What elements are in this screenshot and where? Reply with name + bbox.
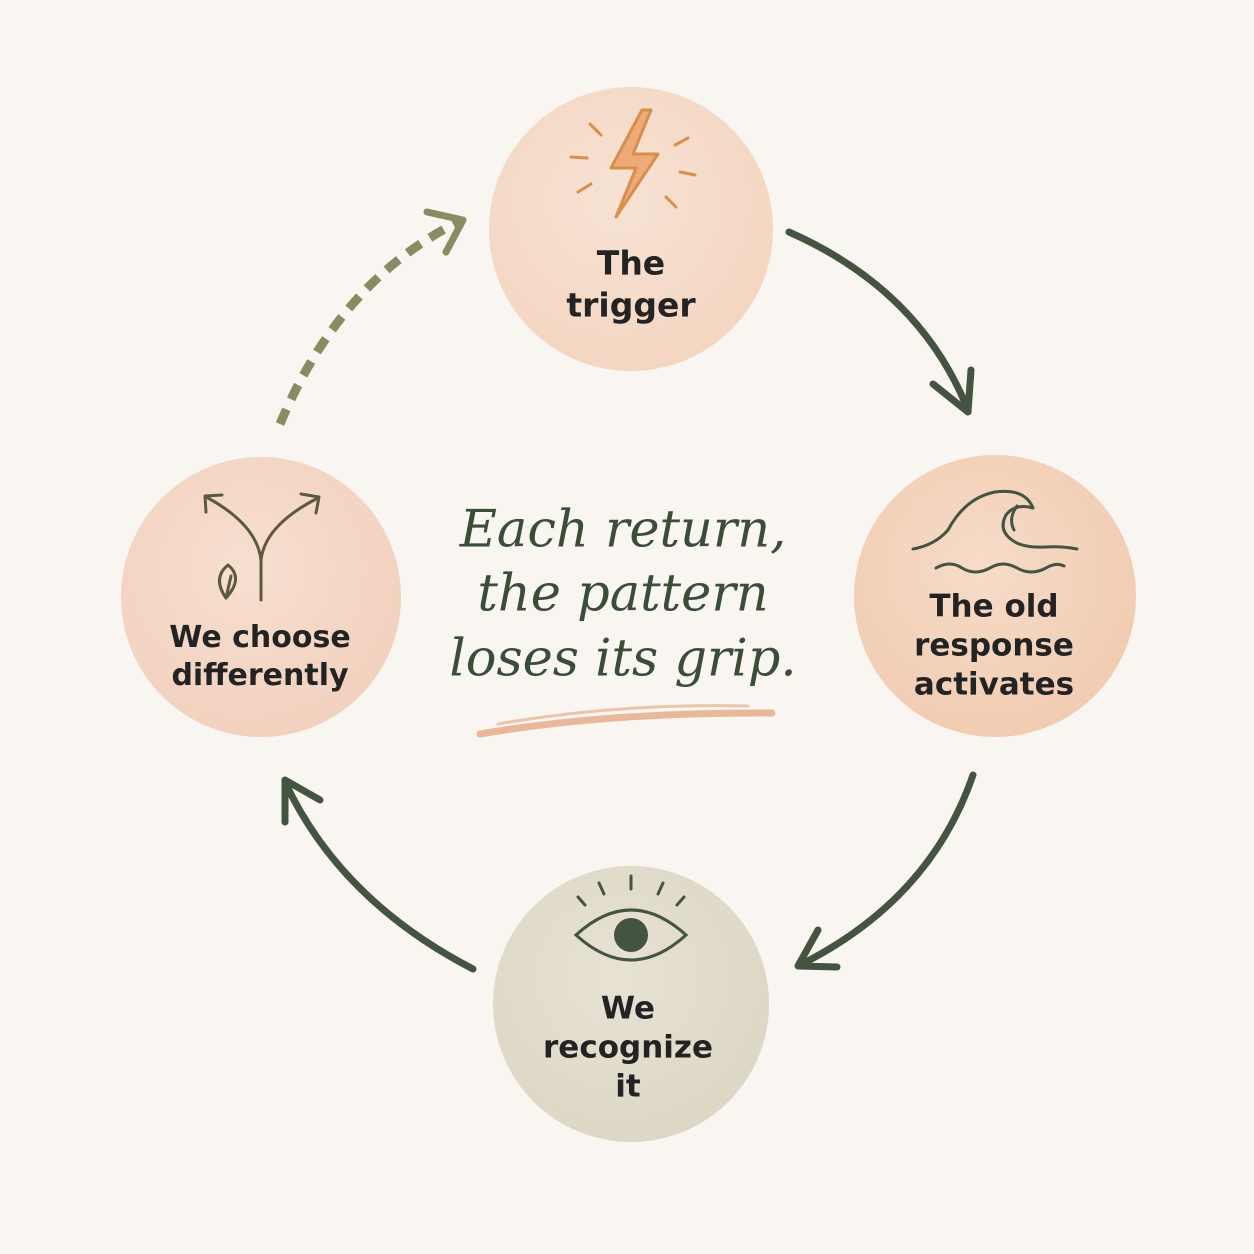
recognize-circle (493, 866, 769, 1142)
step-trigger-label: The trigger (566, 243, 696, 324)
center-quote-line-3: loses its grip. (449, 629, 797, 689)
lightning-icon (569, 108, 697, 219)
step-recognize-label: We recognize it (543, 990, 713, 1105)
branching-arrows-icon (203, 492, 321, 602)
arrow-recognize-to-choose (281, 776, 477, 973)
step-old-response-label: The old response activates (913, 588, 1075, 703)
arrow-trigger-to-response (785, 228, 975, 416)
brush-underline (476, 704, 776, 738)
old-response-circle (854, 455, 1136, 737)
center-quote-line-1: Each return, (459, 500, 787, 560)
eye-icon (573, 874, 689, 962)
dashed-arrow-choose-to-trigger (275, 208, 467, 426)
step-choose-label: We choose differently (169, 620, 351, 693)
wave-icon (911, 489, 1079, 574)
center-quote-line-2: the pattern (477, 564, 769, 624)
center-quote: Each return, the pattern loses its grip. (449, 499, 796, 692)
trigger-circle (489, 87, 773, 371)
arrow-response-to-recognize (794, 771, 977, 971)
